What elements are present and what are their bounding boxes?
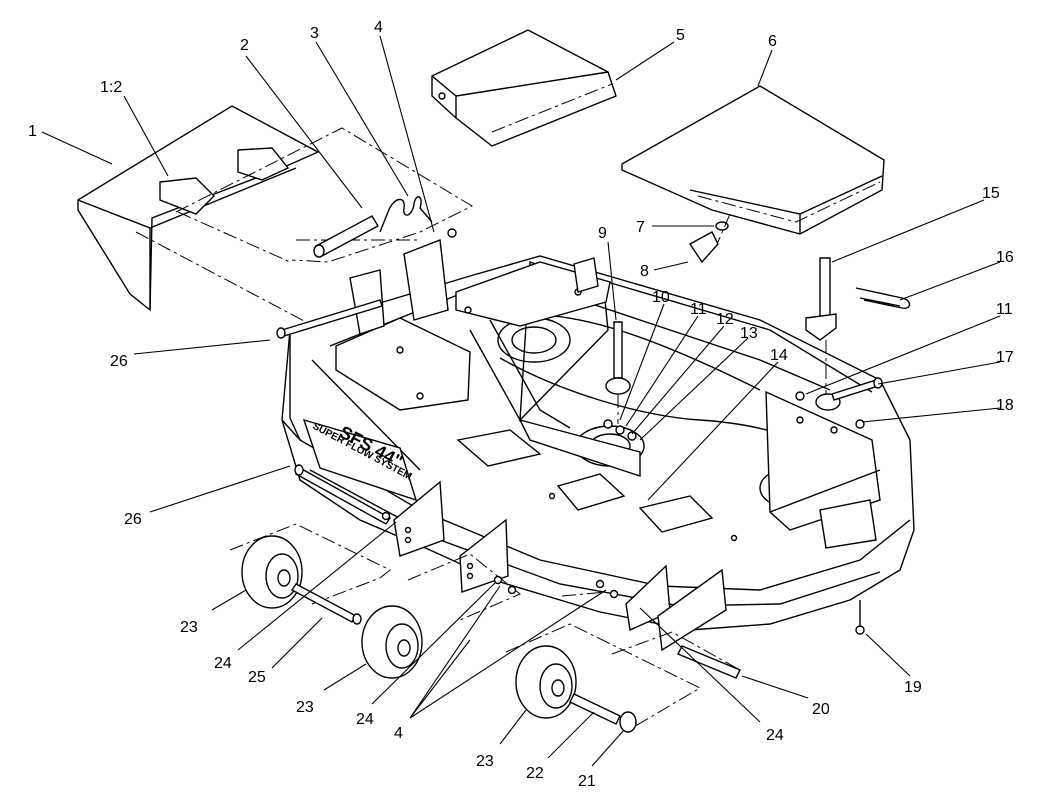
part-bolt-right [795,377,883,429]
callout-label: 19 [904,679,922,696]
callout-label: 16 [996,249,1014,266]
leader-lines [41,35,1001,767]
part-bolt-26-upper [276,299,383,339]
callout-label: 8 [640,263,649,280]
callout-label: 15 [982,185,1000,202]
part-spacer [313,215,379,258]
callout-label: 10 [652,289,670,306]
callout-label: 18 [996,397,1014,414]
part-pins-4 [381,511,619,599]
part-wheel-right [515,645,577,719]
callout-label: 23 [296,699,314,716]
part-belt-cover-right [621,85,885,235]
part-caster-bracket-center [459,518,509,593]
part-height-pin [805,257,841,411]
part-washer-knob [688,213,731,264]
alignment-lines-wheels [229,523,741,729]
callout-label: 3 [310,25,319,42]
part-height-stud [603,321,637,441]
callout-label: 5 [676,27,685,44]
part-caster-bracket-left [393,480,445,557]
part-nut-19 [855,600,865,635]
callout-label: 17 [996,349,1014,366]
callout-label: 2 [240,37,249,54]
callout-label: 12 [716,311,734,328]
callout-label: 7 [636,219,645,236]
part-axle-22-bushing-21 [569,693,637,733]
part-hairpin-clip [855,287,911,309]
callout-label: 25 [248,669,266,686]
callout-label: 13 [740,325,758,342]
part-caster-bracket-right [625,564,727,652]
part-deflector-shield [77,105,320,312]
callout-label: 26 [124,511,142,528]
callout-label: 24 [356,711,374,728]
part-belt-cover-left [431,29,617,147]
part-wheel-left [241,535,303,609]
callout-label: 21 [578,773,596,790]
part-torsion-spring [379,196,433,233]
callout-labels: 1 1:2 2 3 4 5 6 7 8 9 10 11 12 13 14 15 … [28,19,1014,790]
callout-label: 11 [996,301,1013,318]
callout-label: 4 [394,725,403,742]
alignment-lines-shield [135,127,474,341]
part-bolt-26-lower [294,464,392,525]
callout-label: 23 [476,753,494,770]
part-axle-25 [290,583,362,625]
part-wheel-center [361,605,423,679]
part-pin-top [447,228,457,238]
callout-label: 24 [214,655,232,672]
callout-label: 11 [690,301,707,318]
callout-label: 26 [110,353,128,370]
callout-label: 22 [526,765,544,782]
callout-label: 6 [768,33,777,50]
callout-label: 24 [766,727,784,744]
callout-label: 1 [28,123,37,140]
callout-label: 9 [598,225,607,242]
part-mower-deck [281,239,915,631]
callout-label: 20 [812,701,830,718]
callout-label: 23 [180,619,198,636]
part-bolt-20 [677,645,741,679]
callout-label: 4 [374,19,383,36]
callout-label: 1:2 [100,79,122,96]
callout-label: 14 [770,347,788,364]
